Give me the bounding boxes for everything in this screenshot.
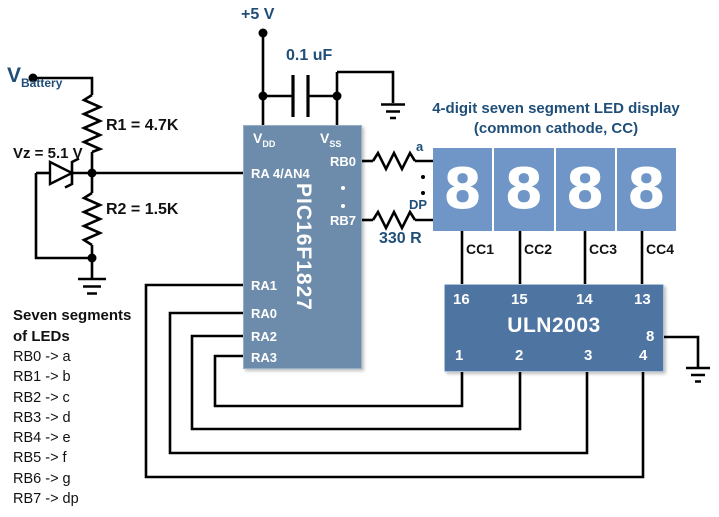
- legend-item: RB1 -> b: [13, 369, 71, 386]
- seven-segment-display: 8 8 8 8: [433, 148, 676, 231]
- pin-3: 3: [584, 347, 593, 364]
- chip-name: PIC16F1827: [291, 183, 315, 311]
- ground-symbol-top: [381, 103, 405, 120]
- cc3-label: CC3: [589, 241, 618, 257]
- supply-5v-label: +5 V: [241, 6, 275, 23]
- pin-2: 2: [515, 347, 524, 364]
- segment-a-label: a: [416, 139, 424, 154]
- pin-vss: VSS: [320, 130, 342, 149]
- display-title-line2: (common cathode, CC): [473, 120, 639, 137]
- bus-ellipsis-dot: [421, 175, 425, 179]
- pin-vdd: VDD: [253, 130, 276, 149]
- junction-dot: [258, 91, 268, 101]
- display-digit: 8: [494, 148, 554, 231]
- junction-dot: [87, 168, 97, 178]
- pic16f1827-chip: VDD VSS RA 4/AN4 RB0 RB7 RA1 RA0 RA2 RA3…: [243, 125, 362, 369]
- legend-item: RB3 -> d: [13, 409, 71, 426]
- pin-ra1: RA1: [251, 278, 278, 293]
- wire-zener-return: [34, 173, 92, 260]
- wire-uln3-ra0: [168, 311, 589, 455]
- wire-battery-top: [33, 76, 94, 95]
- legend-item: RB4 -> e: [13, 430, 71, 447]
- capacitor-label: 0.1 uF: [286, 47, 333, 64]
- zener-bar: [64, 157, 80, 189]
- wire-uln2-ra2: [190, 334, 522, 431]
- legend-item: RB5 -> f: [13, 450, 67, 467]
- display-title: 4-digit seven segment LED display (commo…: [425, 99, 687, 139]
- junction-dot: [332, 91, 342, 101]
- junction-dot: [258, 28, 268, 38]
- cc4-label: CC4: [646, 241, 675, 257]
- zener-value-label: Vz = 5.1 V: [13, 145, 83, 162]
- pin-rb0: RB0: [329, 154, 356, 169]
- pin-ellipsis-dot: [341, 204, 345, 208]
- pin-16: 16: [453, 291, 470, 308]
- r1-value-label: R1 = 4.7K: [106, 117, 179, 134]
- chip-name: ULN2003: [507, 314, 601, 337]
- resistor-r1: [80, 93, 104, 154]
- pin-13: 13: [634, 291, 651, 308]
- pin-ellipsis-dot: [341, 186, 345, 190]
- legend-item: RB2 -> c: [13, 389, 70, 406]
- display-digit: 8: [616, 148, 676, 231]
- pin-ra0: RA0: [251, 306, 278, 321]
- pin-rb7: RB7: [329, 213, 356, 228]
- cc2-label: CC2: [524, 241, 553, 257]
- pin-ra3: RA3: [251, 350, 278, 365]
- pin-4: 4: [639, 347, 648, 364]
- display-title-line1: 4-digit seven segment LED display: [432, 100, 680, 117]
- r2-value-label: R2 = 1.5K: [106, 201, 179, 218]
- legend-item: RB6 -> g: [13, 470, 71, 487]
- pin-ra2: RA2: [251, 329, 278, 344]
- bus-ellipsis-dot: [421, 191, 425, 195]
- display-digit: 8: [433, 148, 493, 231]
- wire-uln4-ra1: [144, 283, 645, 479]
- pin-8: 8: [646, 328, 655, 345]
- pin-ra4-an4: RA 4/AN4: [251, 166, 310, 181]
- capacitor: [291, 75, 310, 117]
- pin-15: 15: [511, 291, 528, 308]
- display-digit: 8: [555, 148, 615, 231]
- pin-14: 14: [576, 291, 593, 308]
- series-resistor-label: 330 R: [379, 230, 422, 247]
- legend-item: RB0 -> a: [13, 349, 71, 365]
- pin-1: 1: [455, 347, 464, 364]
- junction-dot: [28, 73, 38, 83]
- ground-symbol-left: [78, 277, 106, 295]
- uln2003-chip: 16 15 14 13 ULN2003 1 2 3 4 8: [444, 284, 664, 372]
- wire-uln8-ground: [664, 335, 700, 367]
- cc1-label: CC1: [466, 241, 495, 257]
- legend-title-line1: Seven segments: [13, 307, 132, 324]
- ground-symbol-right: [686, 366, 710, 383]
- segment-legend: Seven segments of LEDs RB0 -> a RB1 -> b…: [13, 305, 131, 509]
- wire-uln1-ra3: [213, 354, 464, 408]
- legend-item: RB7 -> dp: [13, 491, 79, 508]
- resistor-rb7-330: [371, 209, 417, 231]
- resistor-rb0-330: [371, 150, 417, 172]
- resistor-r2: [80, 191, 104, 247]
- battery-voltage-label: VBattery: [7, 64, 63, 91]
- legend-title-line2: of LEDs: [13, 328, 70, 345]
- junction-dot: [87, 253, 97, 263]
- wire-vss-ground: [337, 70, 395, 103]
- segment-dp-label: DP: [409, 197, 428, 212]
- zener-diode: [48, 160, 75, 186]
